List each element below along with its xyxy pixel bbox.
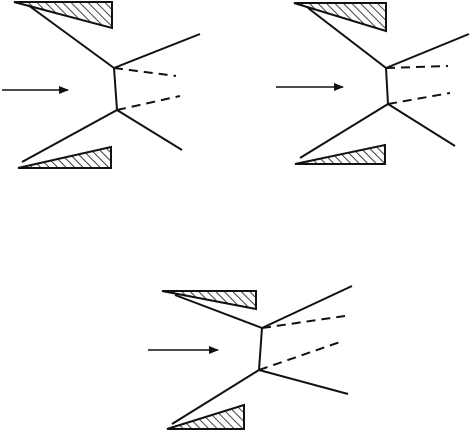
lower-reflected-shock	[387, 103, 456, 147]
lower-incident-shock	[21, 109, 118, 163]
mach-stem	[258, 327, 263, 371]
lower-incident-shock	[299, 103, 389, 159]
mach-stem	[385, 67, 389, 105]
lower-wedge	[294, 143, 386, 165]
upper-slip-line	[385, 65, 449, 69]
upper-incident-shock	[307, 7, 387, 69]
lower-slip-line	[116, 95, 181, 111]
upper-reflected-shock	[385, 33, 470, 69]
lower-wedge	[17, 145, 112, 169]
upper-reflected-shock	[261, 285, 353, 329]
panel-bottom-center	[148, 285, 353, 430]
lower-slip-line	[387, 92, 451, 105]
upper-wedge	[161, 290, 257, 311]
upper-wedge	[293, 2, 387, 33]
panel-top-right	[276, 2, 470, 165]
upper-slip-line	[113, 67, 177, 77]
upper-incident-shock	[27, 4, 115, 69]
upper-reflected-shock	[113, 33, 201, 69]
lower-slip-line	[258, 341, 341, 371]
upper-incident-shock	[174, 294, 263, 329]
upper-wedge	[13, 1, 113, 30]
lower-reflected-shock	[116, 109, 183, 151]
lower-wedge	[166, 403, 245, 430]
lower-incident-shock	[171, 369, 260, 425]
lower-reflected-shock	[258, 369, 349, 395]
panel-top-left	[2, 1, 201, 169]
mach-stem	[113, 67, 118, 111]
